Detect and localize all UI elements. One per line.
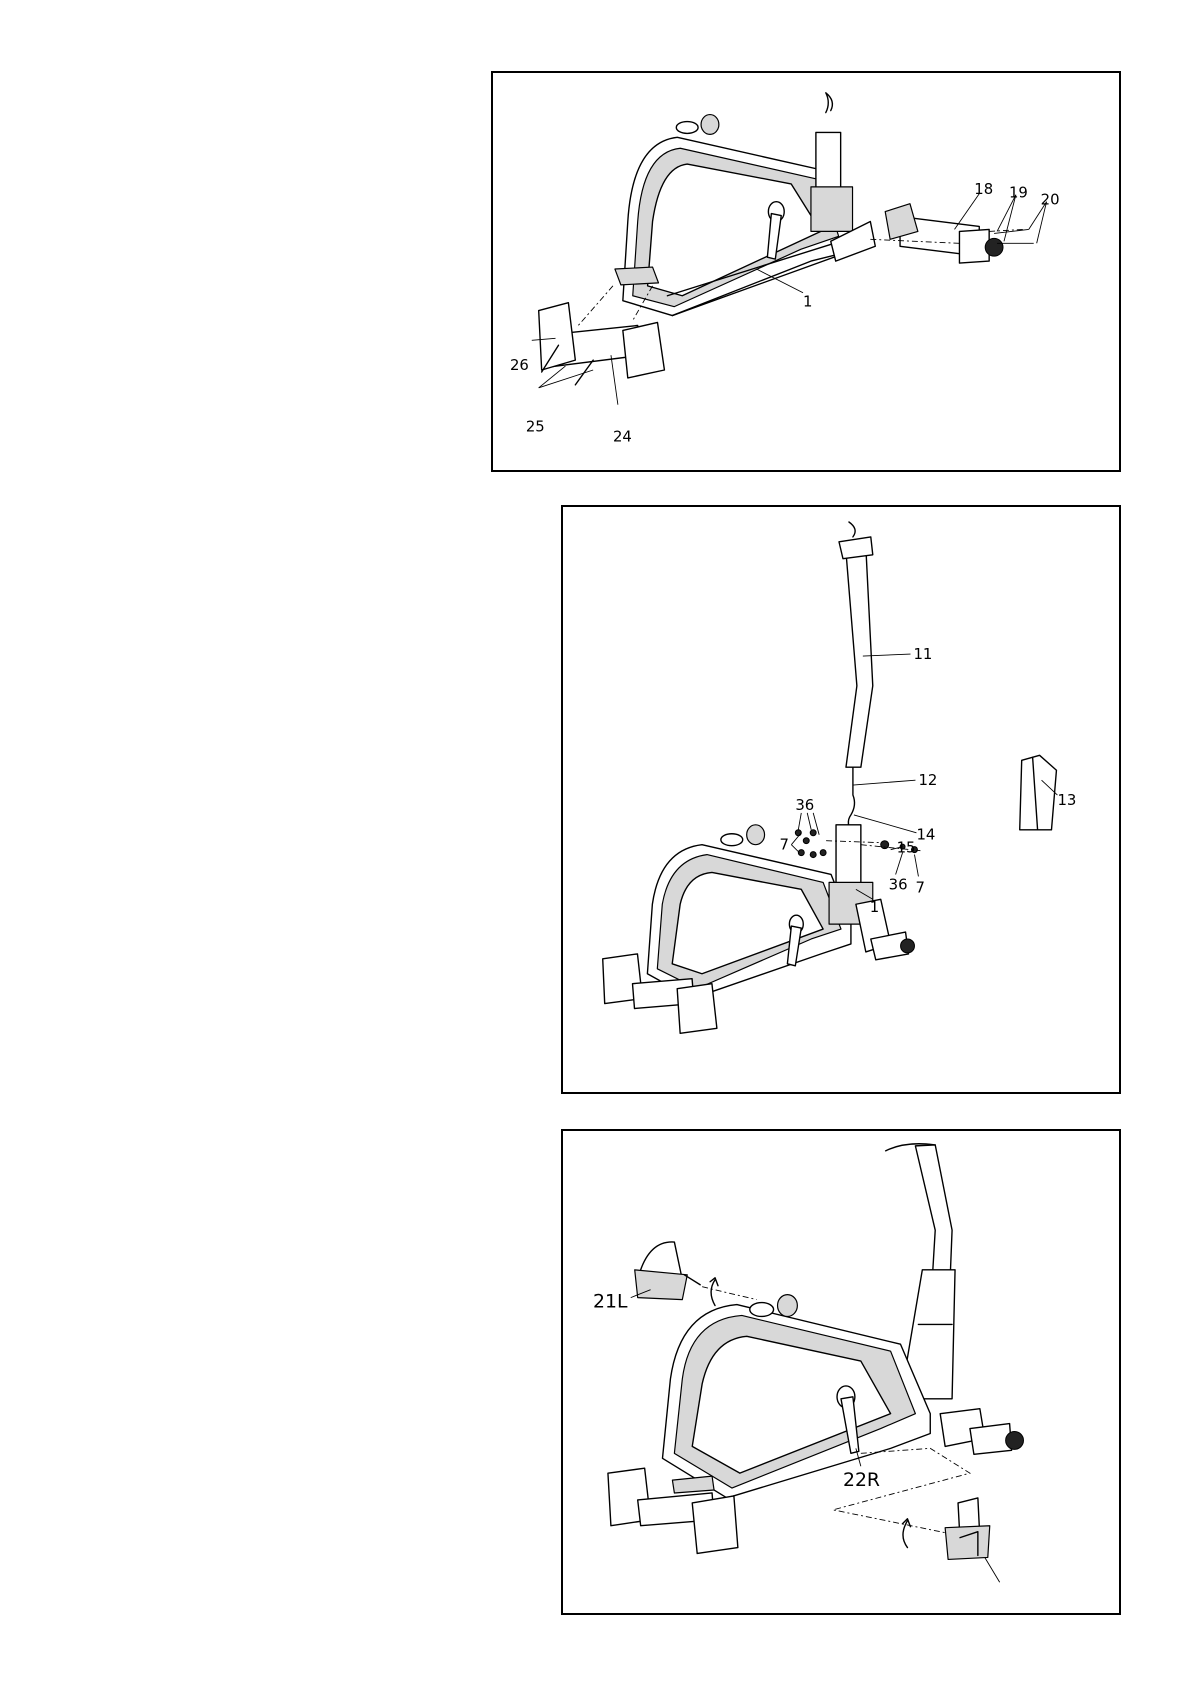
handlebar-post xyxy=(839,522,873,835)
label-part-18: 18 xyxy=(974,180,993,198)
label-part-7-right: 7 xyxy=(915,878,924,896)
label-part-24: 24 xyxy=(613,427,632,445)
stabilizer-assembly-drawing: 18 19 20 1 26 25 24 xyxy=(493,73,1119,470)
label-part-26: 26 xyxy=(510,356,529,374)
left-pedal xyxy=(635,1242,700,1300)
label-part-36-bottom: 36 xyxy=(889,875,908,893)
assembly-step-handlebar-post-panel: 11 12 13 14 36 7 15 36 7 1 xyxy=(561,505,1121,1094)
pedal-assembly-drawing: 21L 22R xyxy=(563,1131,1119,1613)
main-frame xyxy=(615,93,875,316)
label-part-1: 1 xyxy=(803,293,812,311)
label-part-13: 13 xyxy=(1057,791,1076,809)
label-part-14: 14 xyxy=(916,826,935,844)
label-part-7-left: 7 xyxy=(779,836,788,854)
assembly-step-stabilizers-panel: 18 19 20 1 26 25 24 xyxy=(491,71,1121,472)
label-part-21L: 21L xyxy=(593,1292,628,1313)
label-part-15: 15 xyxy=(897,839,916,857)
post-cover xyxy=(1020,755,1057,829)
assembly-step-pedals-panel: 21L 22R xyxy=(561,1129,1121,1615)
label-part-20: 20 xyxy=(1041,191,1060,209)
label-part-19: 19 xyxy=(1009,184,1028,202)
label-part-12: 12 xyxy=(918,771,937,789)
label-part-36-top: 36 xyxy=(795,796,814,814)
label-part-22R: 22R xyxy=(843,1470,880,1491)
rear-stabilizer-tube xyxy=(870,204,1033,263)
label-part-11: 11 xyxy=(913,645,932,663)
handlebar-post-assembly-drawing: 11 12 13 14 36 7 15 36 7 1 xyxy=(563,507,1119,1092)
main-frame xyxy=(603,825,915,1034)
label-part-1: 1 xyxy=(870,898,879,916)
right-pedal xyxy=(945,1498,990,1559)
label-part-25: 25 xyxy=(526,417,545,435)
